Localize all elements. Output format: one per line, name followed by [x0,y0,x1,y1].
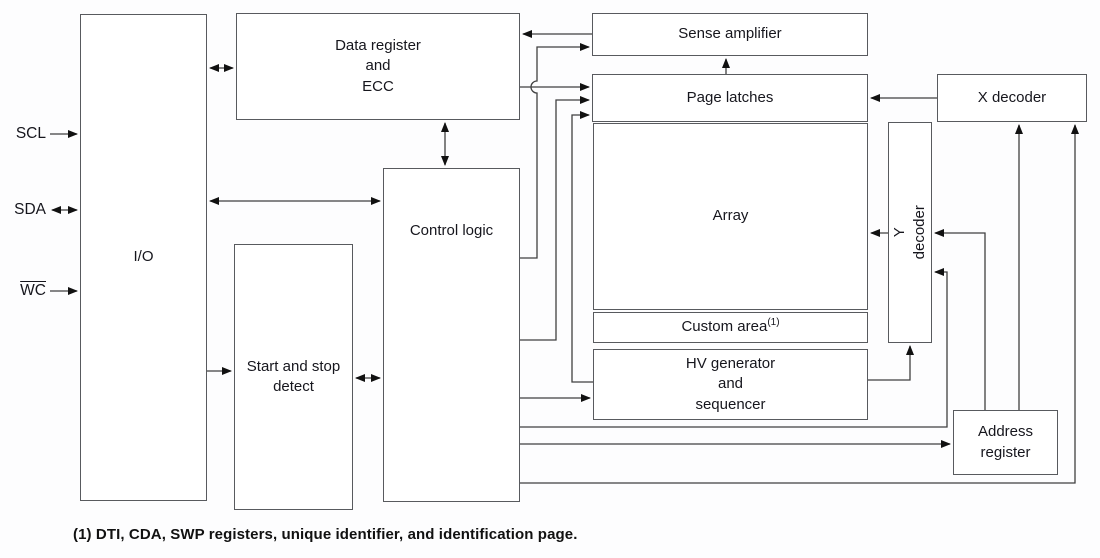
page-latches-label: Page latches [686,88,774,106]
page-latches-block: Page latches [592,74,868,122]
address-register-label: Address register [977,423,1034,461]
data-register-block: Data register and ECC [236,13,520,120]
data-register-label: Data register and ECC [335,37,421,95]
wire-controllogic-to-ydecoder [520,268,948,428]
sda-pin-label: SDA [14,201,46,218]
scl-pin-label: SCL [15,125,46,142]
address-register-block: Address register [953,410,1058,475]
control-logic-block: Control logic [383,168,520,502]
custom-area-label: Custom area(1) [681,317,780,336]
hv-generator-block: HV generator and sequencer [593,349,868,420]
sense-amplifier-label: Sense amplifier [678,25,782,43]
wire-addressregister-to-ydecoder [934,229,986,410]
x-decoder-label: X decoder [977,88,1047,106]
control-logic-label: Control logic [409,222,494,239]
start-stop-detect-label: Start and stop detect [246,357,341,395]
sense-amplifier-block: Sense amplifier [592,13,868,56]
x-decoder-block: X decoder [937,74,1087,122]
custom-area-block: Custom area(1) [593,312,868,343]
array-label: Array [712,207,749,225]
wire-hvgenerator-to-ydecoder [868,345,914,381]
wire-controllogic-to-pagelatches [520,96,590,341]
hv-generator-label: HV generator and sequencer [685,355,776,413]
start-stop-detect-block: Start and stop detect [234,244,353,510]
io-label: I/O [133,248,154,266]
wc-pin-label: WC [20,282,46,299]
y-decoder-block: Y decoder [888,122,932,343]
wire-controllogic-to-senseamp [520,43,590,259]
y-decoder-label: Y decoder [890,205,929,260]
footnote: (1) DTI, CDA, SWP registers, unique iden… [73,526,578,543]
wire-hvgenerator-to-pagelatches [571,111,593,383]
io-block: I/O [80,14,207,501]
custom-area-footnote-ref: (1) [767,317,780,329]
array-block: Array [593,123,868,310]
wire-controllogic-to-xdecoder [520,124,1079,484]
